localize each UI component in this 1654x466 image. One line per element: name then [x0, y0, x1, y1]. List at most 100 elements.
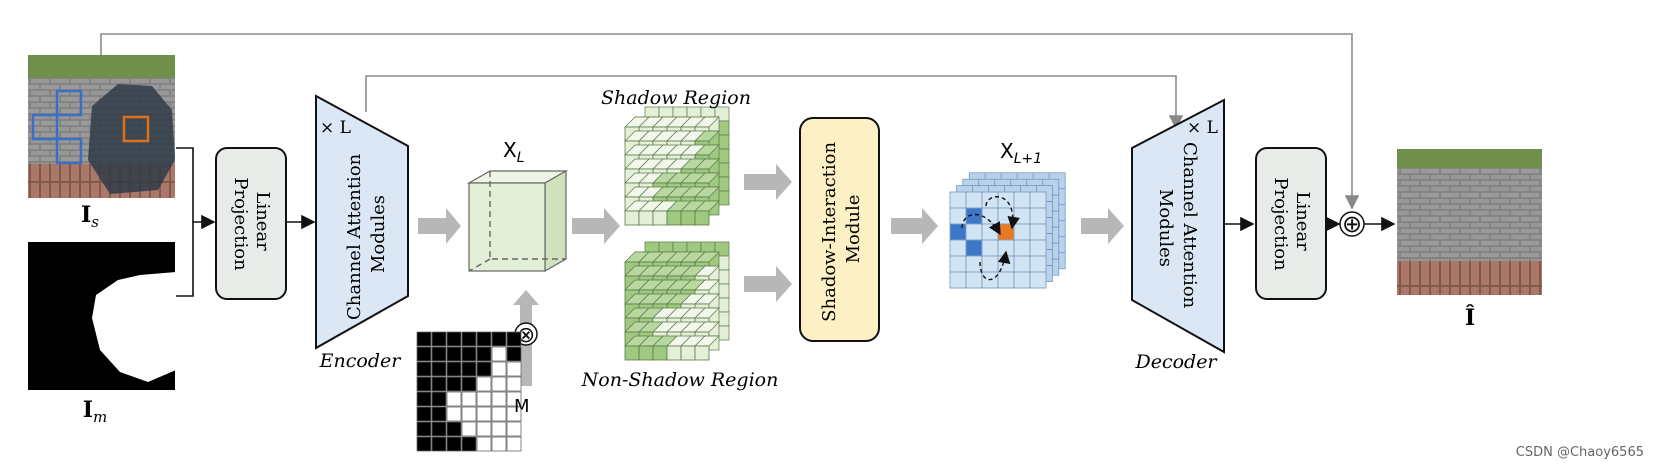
shadow-interaction-module: Shadow-Interaction Module: [799, 117, 880, 342]
linear-projection-in-line2: Projection: [230, 177, 251, 271]
cube-cell: [965, 271, 983, 289]
mask-cell: [461, 346, 477, 362]
mask-cell: [461, 421, 477, 437]
svg-text:Linear Projection: Linear Projection: [230, 177, 273, 271]
cube-cell: [981, 239, 999, 257]
decoder-caption: Decoder: [1134, 351, 1218, 373]
mask-cell: [416, 376, 432, 392]
cube-cell: [949, 207, 967, 225]
decoder-line1: Channel Attention: [1179, 142, 1200, 309]
cube-cell: [1013, 191, 1031, 209]
mask-cell: [431, 436, 447, 452]
mask-cell: [461, 391, 477, 407]
global-skip-line: [100, 33, 1360, 210]
cube-cell: [981, 191, 999, 209]
encoder-caption: Encoder: [319, 350, 403, 372]
region-cell: [652, 345, 668, 361]
mask-cell: [506, 406, 522, 422]
mask-cell: [446, 421, 462, 437]
encoder: × L Channel Attention Modules Encoder: [315, 94, 409, 372]
cube-cell: [1029, 207, 1047, 225]
mask-cell: [506, 376, 522, 392]
region-cell: [680, 210, 696, 226]
sim-line1: Shadow-Interaction: [819, 141, 840, 321]
feature-cube-xl: XL: [466, 138, 569, 273]
interaction-arrow: [985, 196, 1020, 230]
mask-cell: [431, 346, 447, 362]
mask-cell: [476, 331, 492, 347]
region-cell: [694, 345, 710, 361]
encoder-decoder-skip-line: [365, 75, 1184, 130]
mask-cell: [476, 421, 492, 437]
mask-cell: [461, 376, 477, 392]
mask-cell: [506, 361, 522, 377]
mask-cell: [416, 421, 432, 437]
mask-cell: [506, 331, 522, 347]
block-arrow-5: [891, 208, 938, 244]
svg-text:Linear Projection: Linear Projection: [1270, 177, 1313, 271]
mask-cell: [506, 391, 522, 407]
mask-cell: [416, 361, 432, 377]
mask-image: [28, 242, 176, 390]
mask-cell: [506, 436, 522, 452]
cube-cell: [949, 223, 967, 241]
encoder-line2: Modules: [368, 195, 389, 273]
cube-cell: [949, 239, 967, 257]
mask-cell: [446, 376, 462, 392]
cube-cell: [965, 191, 983, 209]
svg-text:⊕: ⊕: [1342, 210, 1362, 238]
mask-grid: [416, 331, 522, 452]
mask-cell: [461, 406, 477, 422]
feature-xl1-label: XL+1: [1000, 139, 1042, 167]
sim-line2: Module: [843, 195, 864, 264]
cube-cell: [1029, 223, 1047, 241]
mask-cell: [476, 391, 492, 407]
mask-cell: [461, 361, 477, 377]
cube-cell: [1029, 271, 1047, 289]
cube-cell: [1013, 239, 1031, 257]
cube-cell: [949, 271, 967, 289]
cube-cell: [997, 223, 1015, 241]
mask-cell: [431, 376, 447, 392]
svg-text:Channel Attention Module: Channel Attention Modules: [344, 148, 389, 320]
shadow-region-label: Shadow Region: [601, 87, 751, 109]
mask-cell: [416, 346, 432, 362]
decoder: × L Channel Attention Modules Decoder: [1131, 98, 1225, 373]
linear-projection-in: Linear Projection: [215, 147, 287, 300]
decoder-repeat-label: × L: [1187, 118, 1218, 138]
block-arrow-3: [744, 164, 792, 200]
cube-cell: [1029, 255, 1047, 273]
mask-cell: [446, 361, 462, 377]
mask-cell: [461, 436, 477, 452]
feature-cube-xl1: [949, 172, 1066, 289]
mask-cell: [476, 361, 492, 377]
cube-cell: [1029, 239, 1047, 257]
cube-cell: [1013, 271, 1031, 289]
encoder-repeat-label: × L: [320, 118, 351, 138]
region-cell: [694, 210, 710, 226]
svg-text:Channel Attention Module: Channel Attention Modules: [1155, 142, 1200, 314]
skip-connections: [100, 33, 1360, 210]
feature-xl-label: X: [503, 138, 517, 162]
mask-cell: [446, 331, 462, 347]
encoder-line1: Channel Attention: [344, 153, 365, 320]
cube-cell: [997, 239, 1015, 257]
mask-cell: [416, 391, 432, 407]
mask-cell: [446, 346, 462, 362]
input-image: [28, 55, 175, 198]
cube-cell: [1013, 255, 1031, 273]
block-arrow-4: [744, 266, 792, 302]
output-image-label: Î: [1465, 304, 1475, 331]
linear-projection-out-line2: Projection: [1270, 177, 1291, 271]
mask-cell: [491, 406, 507, 422]
mask-image-label: Im: [83, 397, 108, 426]
linear-projection-out: Linear Projection: [1255, 147, 1327, 300]
cube-cell: [949, 191, 967, 209]
shadow-region-stack: [624, 106, 730, 226]
region-cell: [666, 345, 682, 361]
mask-cell: [416, 406, 432, 422]
cube-cell: [965, 239, 983, 257]
mask-label: M: [514, 396, 530, 417]
region-cell: [638, 210, 654, 226]
interaction-arrow: [979, 250, 1011, 281]
